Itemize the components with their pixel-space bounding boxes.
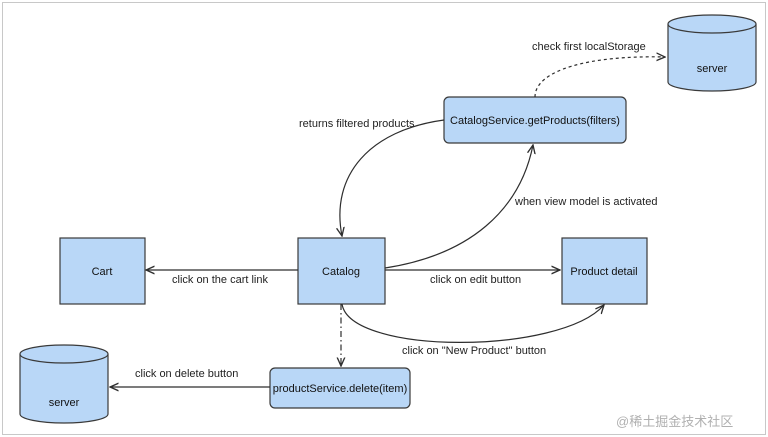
catalog-service-label: CatalogService.getProducts(filters) <box>450 115 620 127</box>
product-service-node: productService.delete(item) <box>269 367 411 409</box>
product-detail-node: Product detail <box>561 237 648 305</box>
label-delete-button: click on delete button <box>135 368 238 380</box>
label-view-model-activated: when view model is activated <box>514 196 657 208</box>
label-new-product: click on "New Product" button <box>402 345 546 357</box>
catalog-label: Catalog <box>322 266 360 278</box>
cart-node: Cart <box>59 237 146 305</box>
server-top-node: server <box>667 14 757 92</box>
label-returns-filtered: returns filtered products <box>299 118 415 130</box>
label-edit-button: click on edit button <box>430 274 521 286</box>
label-check-storage: check first localStorage <box>532 41 646 53</box>
edge-returns-filtered <box>340 119 445 236</box>
label-cart-link: click on the cart link <box>172 274 268 286</box>
edge-new-product <box>341 304 604 343</box>
edge-view-model-activated <box>384 145 533 269</box>
product-detail-label: Product detail <box>570 266 637 278</box>
catalog-node: Catalog <box>297 237 386 305</box>
watermark: @稀土掘金技术社区 <box>616 414 733 429</box>
catalog-service-node: CatalogService.getProducts(filters) <box>443 96 627 144</box>
edge-check-storage <box>534 57 665 98</box>
server-top-label: server <box>697 63 728 75</box>
cart-label: Cart <box>92 266 113 278</box>
server-bottom-label: server <box>49 397 80 409</box>
product-service-label: productService.delete(item) <box>273 383 408 395</box>
server-bottom-node: server <box>19 344 109 424</box>
